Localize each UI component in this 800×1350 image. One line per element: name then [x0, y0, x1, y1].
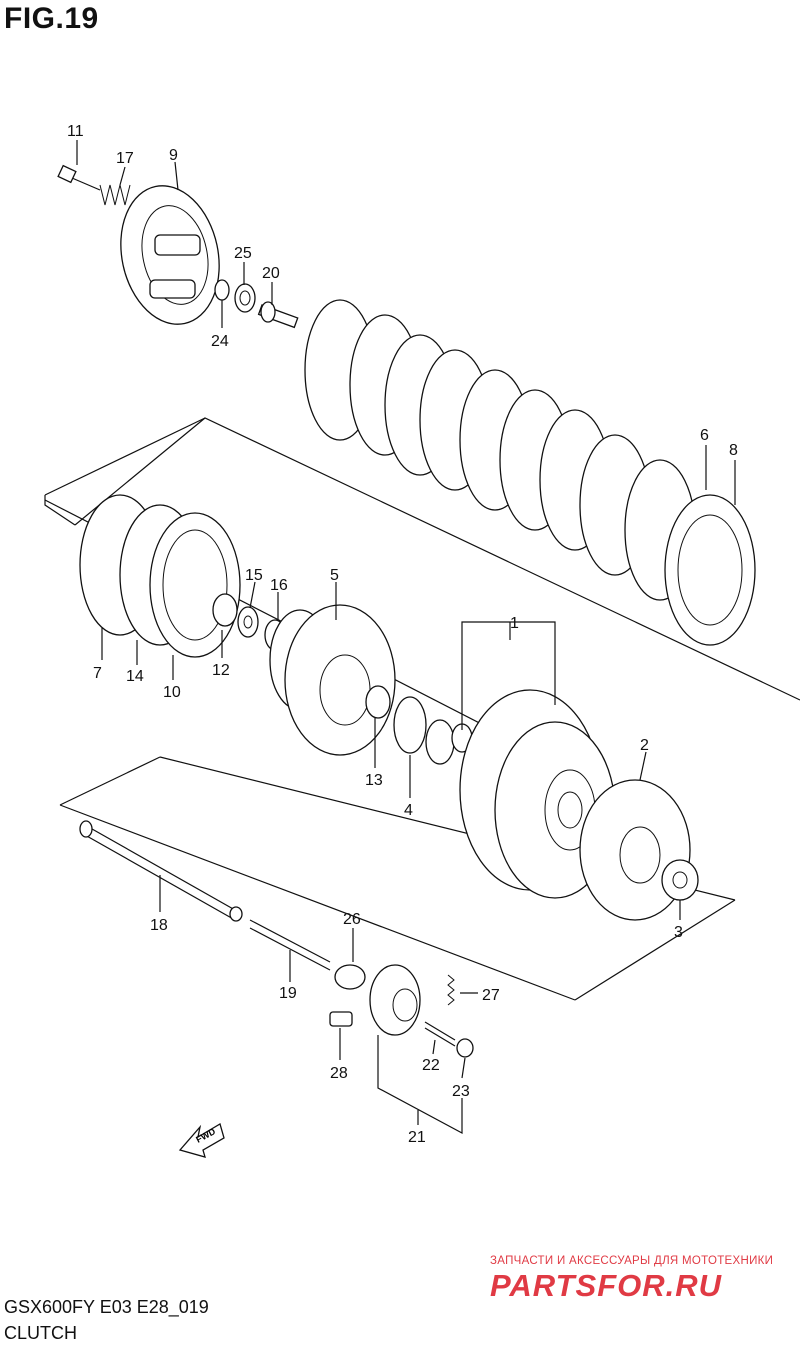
callout-7: 7: [93, 665, 102, 682]
callout-21: 21: [408, 1129, 426, 1146]
watermark-brand[interactable]: PARTSFOR.RU: [490, 1268, 723, 1303]
callout-26: 26: [343, 911, 361, 928]
callout-11: 11: [67, 123, 84, 140]
callout-23: 23: [452, 1083, 470, 1100]
section-name: CLUTCH: [4, 1323, 78, 1343]
callout-25: 25: [234, 245, 252, 262]
callout-17: 17: [116, 150, 134, 167]
push-rods: [79, 820, 331, 971]
left-plates: [79, 494, 241, 658]
callout-5: 5: [330, 567, 339, 584]
clutch-plate-stack: [304, 299, 756, 646]
fwd-arrow: FWD: [178, 1123, 225, 1158]
callout-12: 12: [212, 662, 230, 679]
clutch-sleeve-hub: [269, 604, 396, 756]
callout-3: 3: [674, 924, 683, 941]
callout-28: 28: [330, 1065, 348, 1082]
callout-27: 27: [482, 987, 500, 1004]
callout-9: 9: [169, 147, 178, 164]
callout-13: 13: [365, 772, 383, 789]
callout-2: 2: [640, 737, 649, 754]
callout-24: 24: [211, 333, 229, 350]
pressure-plate: [120, 185, 220, 325]
watermark-tagline: ЗАПЧАСТИ И АКСЕССУАРЫ ДЛЯ МОТОТЕХНИКИ: [490, 1255, 774, 1267]
leader-lines: [76, 140, 736, 1135]
callout-14: 14: [126, 668, 144, 685]
callout-15: 15: [245, 567, 263, 584]
figure-title: FIG.19: [4, 2, 99, 35]
bolt-and-spring: [57, 164, 131, 206]
callout-16: 16: [270, 577, 288, 594]
callout-6: 6: [700, 427, 709, 444]
callout-4: 4: [404, 802, 413, 819]
needle-bearing: [393, 696, 473, 765]
callout-20: 20: [262, 265, 280, 282]
model-code: GSX600FY E03 E28_019: [4, 1297, 209, 1317]
callouts: 1 2 3 4 5 6 7 8 9 10 11 12 13 14 15 16 1…: [67, 123, 738, 1146]
small-washers: [214, 279, 299, 329]
release-assembly: [329, 964, 474, 1058]
pump-drive-gear: [579, 779, 699, 921]
callout-8: 8: [729, 442, 738, 459]
callout-22: 22: [422, 1057, 440, 1074]
callout-10: 10: [163, 684, 181, 701]
callout-18: 18: [150, 917, 168, 934]
callout-1: 1: [510, 615, 519, 632]
callout-19: 19: [279, 985, 297, 1002]
